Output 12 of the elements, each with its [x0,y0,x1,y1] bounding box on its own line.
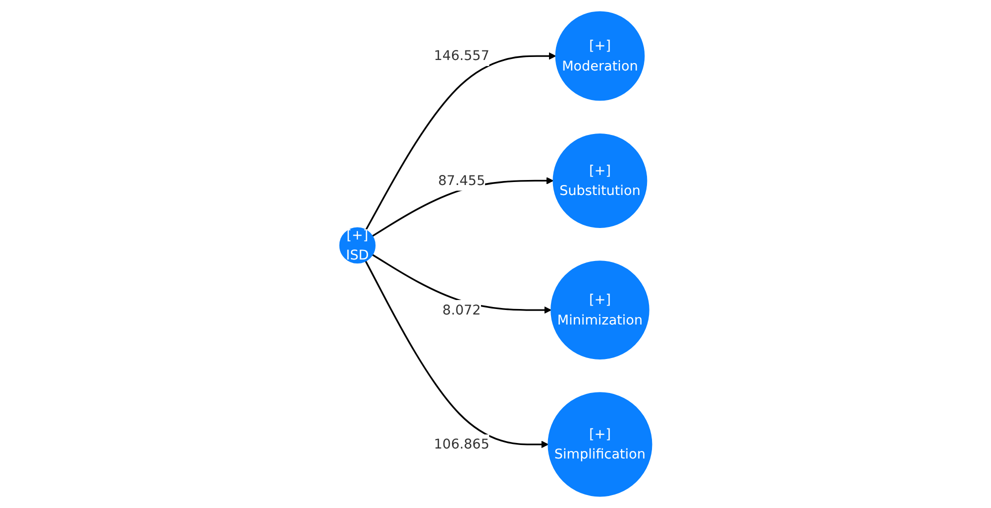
arrow [364,52,556,230]
node-circle: [+] Simplification [547,392,652,497]
edge-label: 87.455 [438,172,485,188]
node-circle: [+] Minimization [550,260,650,360]
node-circle: [+] Substitution [552,133,647,228]
node-circle: [+] Moderation [554,11,644,101]
arrow [364,260,548,448]
edge-label: 146.557 [434,48,490,64]
arrow [372,254,552,314]
edge-label: 8.072 [442,302,481,318]
node-circle: [+] ISD [339,227,376,264]
edge-label: 106.865 [434,436,490,452]
